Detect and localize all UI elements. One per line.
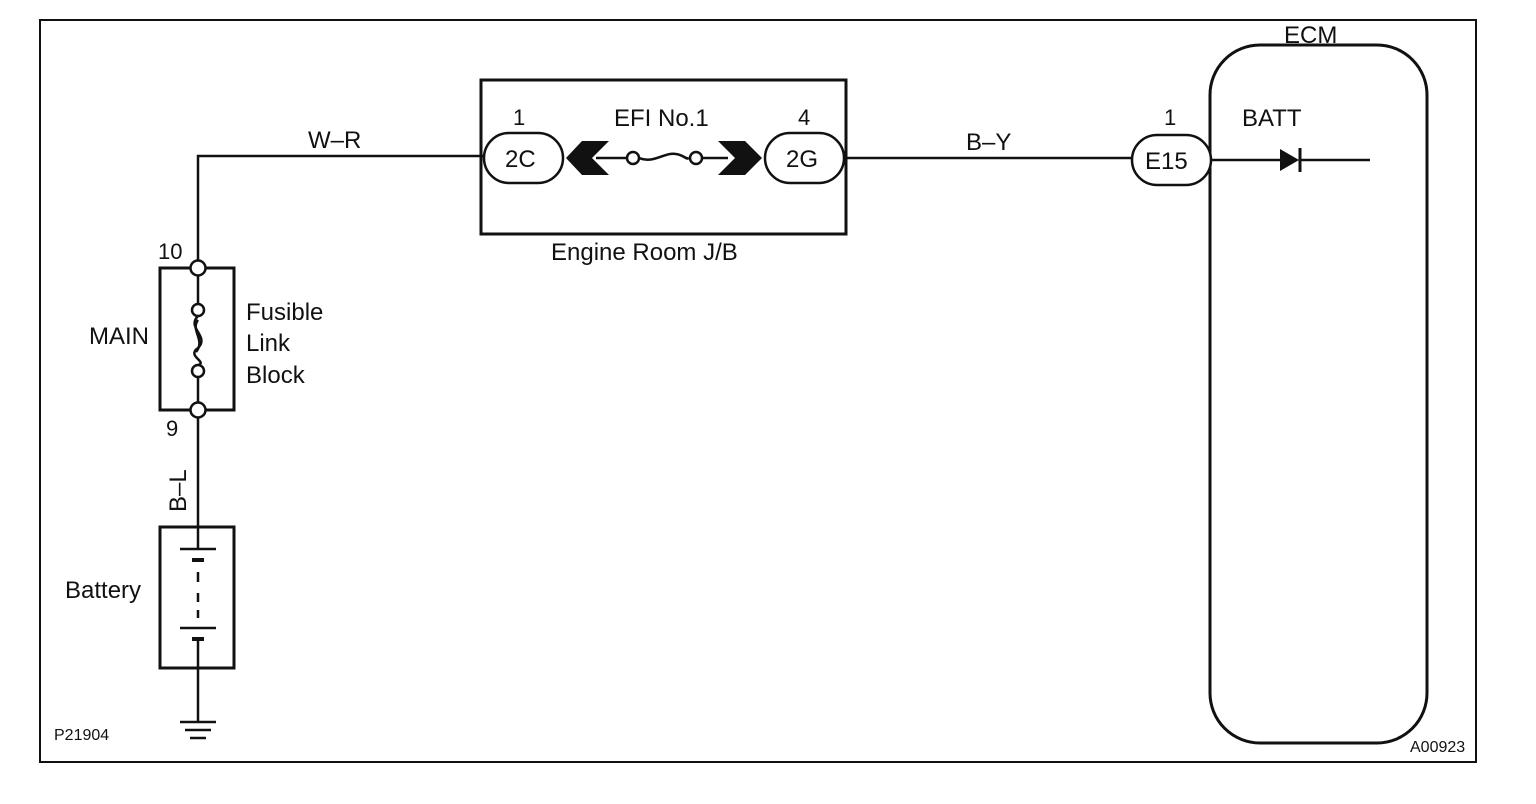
wire-label-b-l: B–L bbox=[165, 469, 192, 512]
connector-2g-pin: 4 bbox=[798, 105, 810, 130]
fusible-link-fuse-name: MAIN bbox=[89, 323, 149, 350]
junction-block-label: Engine Room J/B bbox=[551, 239, 738, 266]
connector-2g bbox=[763, 131, 846, 185]
connector-2c-name: 2C bbox=[505, 146, 536, 173]
fuse-icon bbox=[638, 152, 690, 161]
connector-2c bbox=[482, 131, 565, 185]
figure-code-right: A00923 bbox=[1410, 739, 1465, 756]
battery bbox=[158, 525, 236, 722]
ground-icon bbox=[180, 720, 216, 740]
fusible-link-label-line-3: Block bbox=[246, 362, 306, 389]
connector-2g-name: 2G bbox=[786, 146, 818, 173]
connector-2c-pin: 1 bbox=[513, 105, 525, 130]
fusible-link-label-line-1: Fusible bbox=[246, 299, 323, 326]
ecm-terminal-batt: BATT bbox=[1242, 105, 1302, 132]
fusible-link-pin-bottom: 9 bbox=[166, 416, 178, 441]
fusible-link-block bbox=[158, 259, 236, 419]
terminal-right-icon bbox=[718, 141, 762, 175]
diode-icon bbox=[1280, 149, 1299, 171]
connector-e15-name: E15 bbox=[1145, 148, 1188, 175]
wire-label-w-r: W–R bbox=[308, 127, 361, 154]
engine-room-junction-block bbox=[479, 78, 848, 236]
fusible-link-pin-top: 10 bbox=[158, 239, 182, 264]
battery-label: Battery bbox=[65, 577, 141, 604]
fuse-efi-no1-label: EFI No.1 bbox=[614, 105, 709, 132]
wire-label-b-y: B–Y bbox=[966, 129, 1011, 156]
connector-e15-pin: 1 bbox=[1164, 105, 1176, 130]
terminal-left-icon bbox=[566, 141, 609, 175]
ecm-unit bbox=[1130, 43, 1429, 745]
diagram-frame bbox=[39, 19, 1477, 763]
figure-code-left: P21904 bbox=[54, 727, 109, 744]
ecm-title: ECM bbox=[1284, 22, 1337, 49]
wire-w-r bbox=[196, 154, 484, 267]
fusible-link-label-line-2: Link bbox=[246, 330, 291, 357]
